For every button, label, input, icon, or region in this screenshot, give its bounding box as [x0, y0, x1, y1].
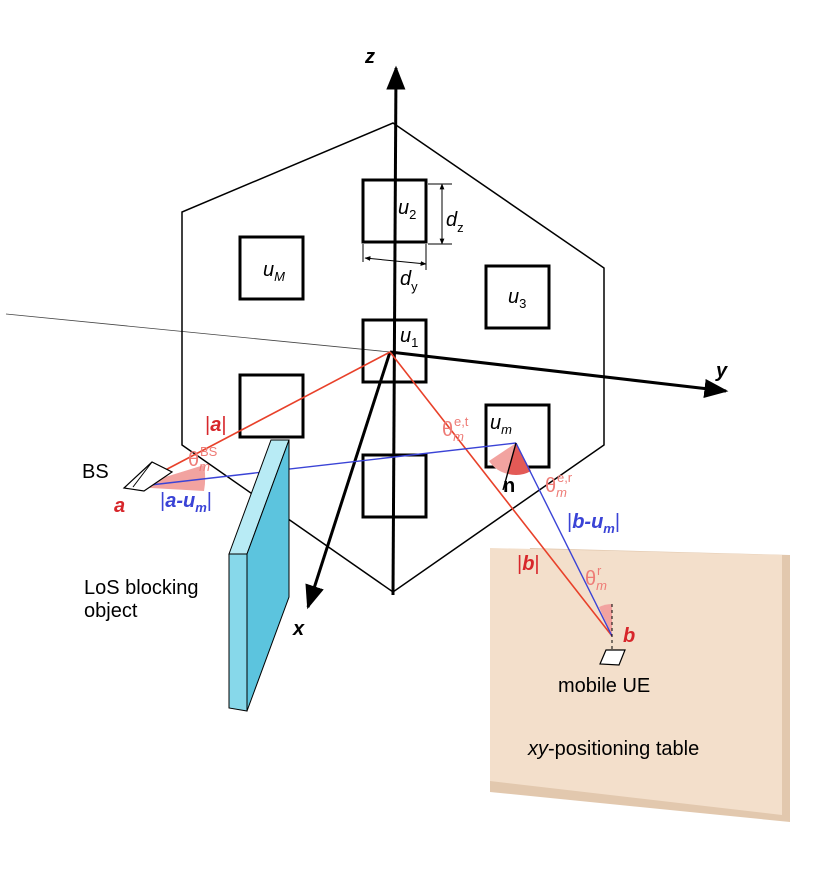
z-axis [386, 65, 406, 596]
theta-er-wedge [508, 443, 531, 475]
theta-r-label: θmr [585, 563, 607, 593]
blocker-label-line1: LoS blocking [84, 577, 199, 599]
positioning-table [490, 548, 790, 822]
u2-label: u2 [398, 197, 416, 222]
theta-er-label: θme,r [545, 470, 573, 500]
x-axis [305, 351, 392, 610]
vector-a-um-label: |a-um| [160, 490, 212, 515]
bs-antenna [122, 461, 174, 492]
vector-b-norm-label: |b| [517, 553, 540, 575]
theta-et-label: θme,t [442, 414, 469, 444]
mobile-ue-label: mobile UE [558, 675, 650, 697]
x-axis-label: x [292, 618, 305, 640]
mobile-ue [599, 649, 626, 666]
bs-label: BS [82, 461, 109, 483]
theta-bs-label: θmBS [188, 444, 218, 474]
x-axis-extension [5, 313, 391, 353]
z-axis-label: z [364, 46, 375, 68]
u1-label: u1 [400, 325, 418, 350]
ris-element-u3 [484, 264, 551, 330]
y-axis [389, 350, 729, 399]
ris-element-left [238, 373, 305, 439]
vector-b-um-line [515, 442, 613, 637]
blocker-label-line2: object [84, 600, 138, 622]
uM-label: uM [263, 259, 285, 284]
vector-b-um-label: |b-um| [567, 511, 620, 536]
um-label: um [490, 412, 512, 437]
table-label: xy-positioning table [527, 738, 699, 760]
vector-a-norm-label: |a| [205, 414, 227, 436]
los-blocking-object [228, 439, 290, 712]
normal-vector-n [502, 442, 517, 491]
normal-n-label: n [503, 475, 515, 497]
dy-label: dy [400, 268, 418, 294]
vector-b-line [389, 351, 613, 637]
ris-element-uM [238, 235, 305, 301]
point-a-label: a [114, 495, 125, 517]
u3-label: u3 [508, 286, 526, 311]
vector-a-um-line [132, 442, 517, 488]
dz-label: dz [446, 209, 464, 235]
point-b-label: b [623, 625, 635, 647]
y-axis-label: y [715, 360, 728, 382]
vector-a-line [132, 351, 391, 488]
